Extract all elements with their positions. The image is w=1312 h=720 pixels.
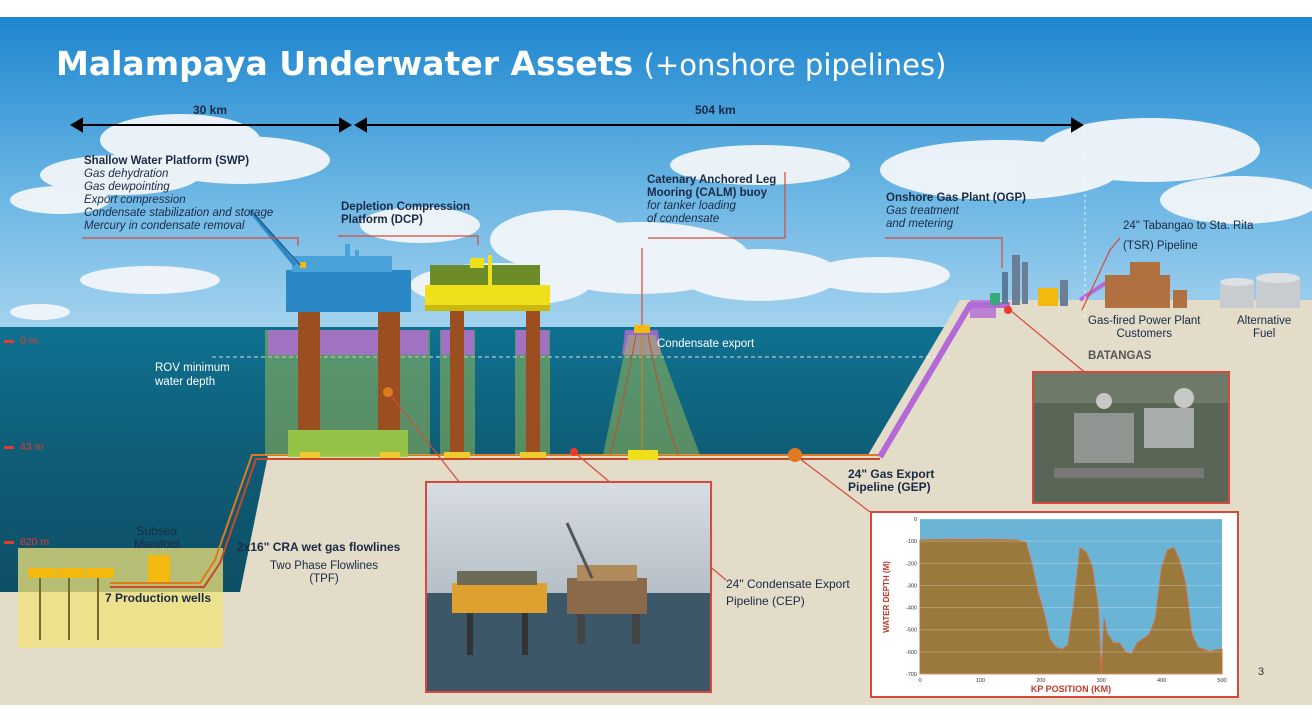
distance-30km: 30 km — [193, 103, 228, 117]
distance-arrows — [70, 117, 1084, 133]
ogp-aerial-photo — [1032, 371, 1230, 504]
gep-label: 24" Gas Export Pipeline (GEP) — [848, 467, 935, 494]
depth-820m: 820 m — [20, 536, 50, 548]
dcp-label: Depletion Compression Platform (DCP) — [341, 201, 471, 226]
x-tick-label: 0 — [918, 678, 921, 684]
subsea-manifold — [148, 555, 170, 583]
page-number: 3 — [1258, 666, 1265, 678]
cep-label: 24" Condensate Export Pipeline (CEP) — [726, 577, 850, 608]
ogp-label: Onshore Gas Plant (OGP) Gas treatment an… — [886, 192, 1026, 230]
depth-markers — [4, 340, 14, 544]
x-tick-label: 400 — [1157, 678, 1166, 684]
depth-0m: 0 m — [20, 335, 38, 347]
x-axis-label: KP POSITION (KM) — [1031, 684, 1111, 694]
manifold-area — [18, 548, 223, 648]
y-tick-label: -200 — [906, 561, 917, 567]
y-tick-label: -100 — [906, 539, 917, 545]
dcp-topside — [425, 255, 550, 311]
y-axis-label: WATER DEPTH (M) — [882, 561, 891, 633]
x-tick-label: 500 — [1217, 678, 1226, 684]
distance-504km: 504 km — [695, 103, 736, 117]
seabed-profile-area — [919, 538, 1223, 675]
platform-legs — [298, 310, 540, 455]
fuel-tanks — [1220, 273, 1300, 308]
condensate-export-label: Condensate export — [657, 338, 755, 350]
x-tick-label: 300 — [1097, 678, 1106, 684]
y-tick-label: -500 — [906, 628, 917, 634]
alternative-fuel-label: Alternative Fuel — [1237, 315, 1292, 340]
batangas-label: BATANGAS — [1088, 350, 1152, 362]
y-tick-label: -600 — [906, 650, 917, 656]
y-tick-label: -400 — [906, 606, 917, 612]
swp-label: Shallow Water Platform (SWP) Gas dehydra… — [84, 155, 274, 232]
x-tick-label: 200 — [1036, 678, 1045, 684]
depth-43m: 43 m — [20, 441, 44, 453]
swp-topside — [248, 208, 411, 312]
calm-buoy — [603, 325, 700, 460]
y-tick-label: -300 — [906, 583, 917, 589]
power-plant-label: Gas-fired Power Plant Customers — [1088, 315, 1201, 340]
production-wells — [28, 568, 114, 640]
clouds — [10, 114, 1312, 320]
calm-label: Catenary Anchored Leg Mooring (CALM) buo… — [647, 174, 777, 225]
flowlines-label: 2x16" CRA wet gas flowlines — [237, 540, 401, 554]
rov-label: ROV minimum water depth — [155, 362, 230, 388]
ogp-structures — [990, 255, 1068, 306]
x-tick-label: 100 — [976, 678, 985, 684]
slide-title: Malampaya Underwater Assets (+onshore pi… — [56, 44, 947, 83]
tpf-label: Two Phase Flowlines (TPF) — [270, 560, 379, 585]
y-tick-label: 0 — [914, 517, 917, 523]
tsr-label: 24" Tabangao to Sta. Rita (TSR) Pipeline — [1123, 220, 1254, 252]
power-plant — [1105, 262, 1187, 308]
platform-photo — [425, 481, 712, 693]
subsea-manifold-label: Subsea Manifold — [134, 524, 180, 551]
callout-dots — [383, 306, 1012, 462]
y-tick-label: -700 — [906, 672, 917, 678]
seabed-pads — [300, 452, 546, 458]
production-wells-label: 7 Production wells — [105, 591, 212, 605]
